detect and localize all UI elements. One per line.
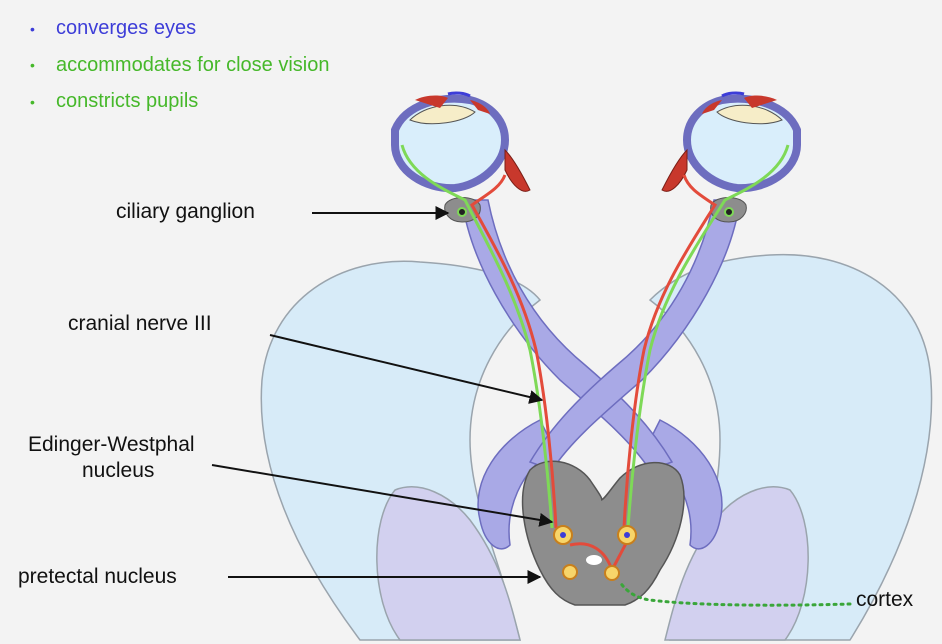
right-inner-lobe [664, 486, 809, 641]
edinger-westphal-cell-right [617, 525, 637, 545]
label-cranial-nerve: cranial nerve III [68, 312, 212, 335]
legend-item-converges: • converges eyes [30, 10, 329, 47]
left-eye [391, 91, 531, 193]
midbrain-nucleus-region [521, 460, 685, 606]
left-optic-nerve [461, 199, 674, 471]
right-green-path [626, 144, 790, 529]
legend: • converges eyes • accommodates for close … [30, 10, 329, 120]
label-pretectal: pretectal nucleus [18, 565, 177, 588]
right-optic-nerve [528, 199, 741, 471]
right-ganglion-cell [724, 207, 734, 217]
legend-item-accommodates: • accommodates for close vision [30, 47, 329, 84]
label-ciliary-ganglion: ciliary ganglion [116, 200, 255, 223]
label-edinger-westphal: Edinger-Westphal nucleus [28, 432, 195, 484]
left-ganglion-cell [457, 207, 467, 217]
legend-text: accommodates for close vision [56, 53, 330, 76]
legend-item-constricts: • constricts pupils [30, 83, 329, 120]
label-edinger-line2: nucleus [82, 459, 155, 482]
pretectal-cell-right [604, 565, 620, 581]
label-edinger-line1: Edinger-Westphal [28, 433, 195, 456]
left-red-path [470, 174, 558, 529]
left-green-path [400, 144, 554, 529]
right-red-path [622, 174, 718, 529]
label-cortex: cortex [856, 588, 914, 611]
bullet-icon: • [30, 94, 35, 111]
legend-text: constricts pupils [56, 90, 199, 113]
pretectal-cell-left [562, 564, 578, 580]
bullet-icon: • [30, 57, 35, 74]
legend-text: converges eyes [56, 17, 197, 39]
cortex-input-path [618, 580, 852, 607]
edinger-westphal-cell-left [553, 525, 573, 545]
left-inner-lobe [376, 486, 521, 641]
arrow-cranial-nerve [269, 334, 544, 404]
right-eye [661, 91, 801, 193]
arrow-edinger-westphal [211, 464, 554, 527]
aqueduct [586, 555, 602, 565]
bullet-icon: • [30, 20, 35, 37]
